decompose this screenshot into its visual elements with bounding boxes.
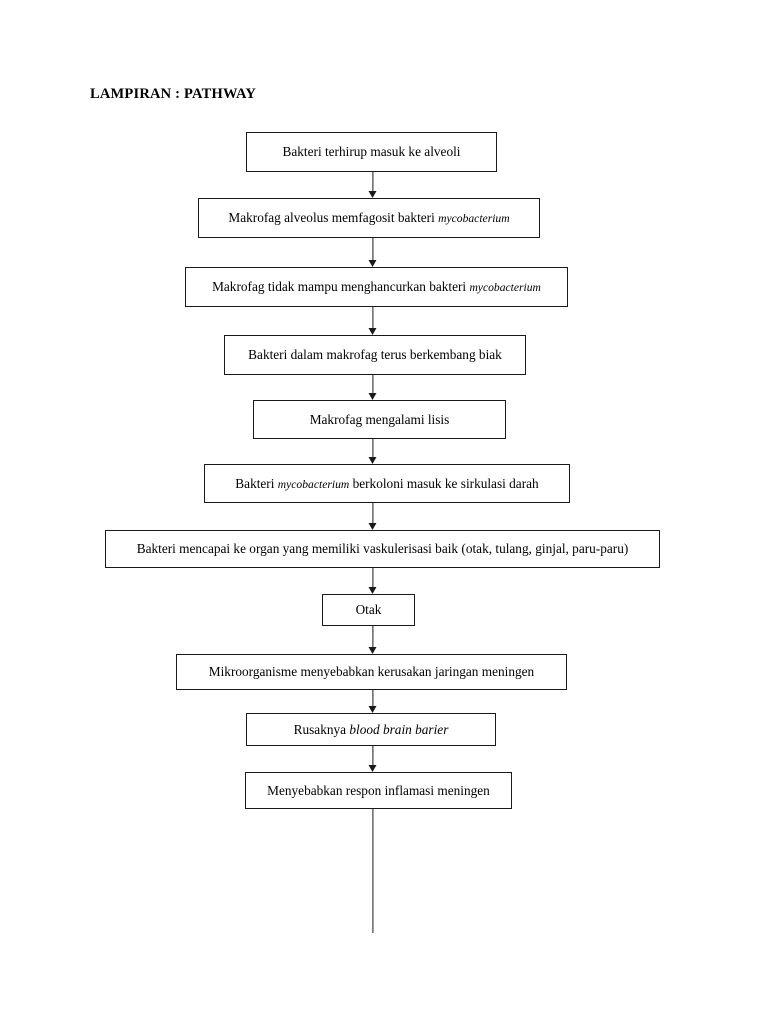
arrowhead-down-icon bbox=[368, 647, 377, 654]
flow-node-kerusakan-jaringan-meningen: Mikroorganisme menyebabkan kerusakan jar… bbox=[176, 654, 567, 690]
flow-node-label: Bakteri dalam makrofag terus berkembang … bbox=[248, 347, 502, 363]
flow-node-makrofag-lisis: Makrofag mengalami lisis bbox=[253, 400, 506, 439]
connector-line bbox=[372, 809, 374, 933]
arrowhead-down-icon bbox=[368, 457, 377, 464]
flow-node-bakteri-mencapai-organ: Bakteri mencapai ke organ yang memiliki … bbox=[105, 530, 660, 568]
flow-node-bakteri-berkembang-biak: Bakteri dalam makrofag terus berkembang … bbox=[224, 335, 526, 375]
connector-line bbox=[372, 568, 374, 588]
flow-node-bakteri-berkoloni-sirkulasi-darah: Bakteri mycobacterium berkoloni masuk ke… bbox=[204, 464, 570, 503]
arrowhead-down-icon bbox=[368, 260, 377, 267]
flow-node-rusaknya-blood-brain-barier: Rusaknya blood brain barier bbox=[246, 713, 496, 746]
arrowhead-down-icon bbox=[368, 393, 377, 400]
flow-node-label: Otak bbox=[355, 602, 382, 618]
flow-node-label: Makrofag alveolus memfagosit bakteri myc… bbox=[228, 210, 510, 226]
flow-node-label: Bakteri mencapai ke organ yang memiliki … bbox=[136, 541, 629, 557]
flow-node-label: Rusaknya blood brain barier bbox=[293, 721, 449, 737]
italic-term: mycobacterium bbox=[469, 281, 541, 295]
flow-node-bakteri-terhirup: Bakteri terhirup masuk ke alveoli bbox=[246, 132, 497, 172]
flow-node-makrofag-memfagosit: Makrofag alveolus memfagosit bakteri myc… bbox=[198, 198, 540, 238]
arrowhead-down-icon bbox=[368, 191, 377, 198]
italic-term: blood brain barier bbox=[349, 721, 449, 737]
connector-line bbox=[372, 238, 374, 261]
arrowhead-down-icon bbox=[368, 765, 377, 772]
flow-node-label: Makrofag mengalami lisis bbox=[309, 411, 450, 427]
arrowhead-down-icon bbox=[368, 523, 377, 530]
page-title: LAMPIRAN : PATHWAY bbox=[90, 86, 257, 102]
italic-term: mycobacterium bbox=[438, 212, 510, 226]
connector-line bbox=[372, 375, 374, 394]
connector-line bbox=[372, 307, 374, 329]
connector-line bbox=[372, 172, 374, 192]
flow-node-label: Bakteri terhirup masuk ke alveoli bbox=[282, 144, 461, 160]
flow-node-label: Menyebabkan respon inflamasi meningen bbox=[267, 782, 490, 798]
connector-line bbox=[372, 503, 374, 524]
connector-line bbox=[372, 439, 374, 458]
connector-line bbox=[372, 626, 374, 648]
arrowhead-down-icon bbox=[368, 328, 377, 335]
flow-node-label: Mikroorganisme menyebabkan kerusakan jar… bbox=[208, 664, 535, 680]
italic-term: mycobacterium bbox=[277, 477, 350, 491]
flow-node-label: Makrofag tidak mampu menghancurkan bakte… bbox=[212, 279, 541, 295]
arrowhead-down-icon bbox=[368, 706, 377, 713]
flow-node-label: Bakteri mycobacterium berkoloni masuk ke… bbox=[235, 475, 539, 491]
flow-node-makrofag-tidak-mampu: Makrofag tidak mampu menghancurkan bakte… bbox=[185, 267, 568, 307]
connector-line bbox=[372, 690, 374, 707]
flow-node-otak: Otak bbox=[322, 594, 415, 626]
flow-node-respon-inflamasi-meningen: Menyebabkan respon inflamasi meningen bbox=[245, 772, 512, 809]
arrowhead-down-icon bbox=[368, 587, 377, 594]
connector-line bbox=[372, 746, 374, 766]
